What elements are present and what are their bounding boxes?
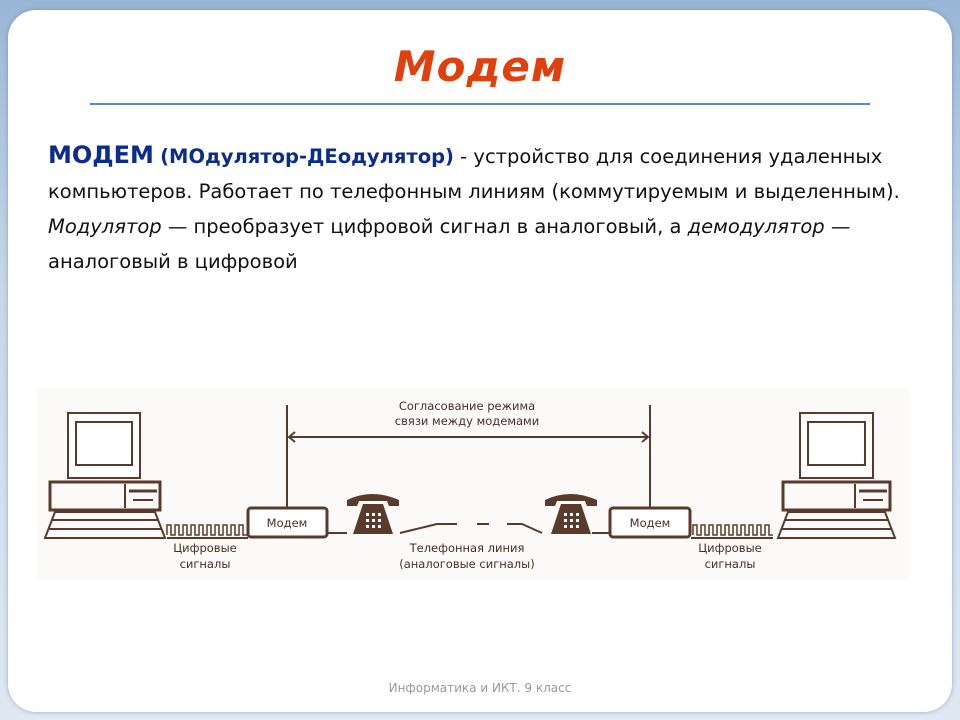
term-expansion: (МОдулятор-ДЕодулятор) — [160, 145, 454, 168]
body-part3: — аналоговый в цифровой — [48, 215, 851, 273]
demodulator-term: демодулятор — [687, 215, 825, 238]
right-modem-label: Модем — [630, 516, 671, 530]
body-part2: — преобразует цифровой сигнал в аналогов… — [161, 215, 688, 238]
slide-panel — [8, 10, 952, 712]
left-phone-icon — [347, 494, 399, 534]
modulator-term: Модулятор — [48, 215, 162, 238]
negotiation-label-1: Согласование режима — [399, 399, 535, 413]
phone-line-label-1: Телефонная линия — [409, 541, 525, 555]
left-computer-icon — [43, 412, 167, 539]
slide-footer: Информатика и ИКТ. 9 класс — [388, 681, 572, 695]
left-digital-waveform — [166, 524, 247, 536]
right-digital-label-1: Цифровые — [698, 541, 762, 555]
left-digital-label-2: сигналы — [180, 557, 231, 571]
right-computer-icon — [776, 412, 897, 539]
modem-diagram: Модем Модем Согласование режима связи ме… — [37, 388, 910, 580]
left-digital-label-1: Цифровые — [173, 541, 237, 555]
negotiation-label-2: связи между модемами — [395, 414, 539, 428]
slide-body: МОДЕМ (МОдулятор-ДЕодулятор) - устройств… — [48, 138, 908, 279]
left-modem-label: Модем — [267, 516, 308, 530]
term: МОДЕМ — [48, 141, 154, 169]
phone-line-label-2: (аналоговые сигналы) — [399, 557, 534, 571]
right-digital-label-2: сигналы — [705, 557, 756, 571]
right-digital-waveform — [692, 524, 773, 536]
body-part1: - устройство для соединения удаленных ко… — [48, 145, 900, 203]
right-phone-icon — [545, 494, 597, 534]
phone-line — [399, 523, 543, 534]
title-divider — [90, 103, 870, 105]
slide-title: Модем — [393, 42, 567, 91]
